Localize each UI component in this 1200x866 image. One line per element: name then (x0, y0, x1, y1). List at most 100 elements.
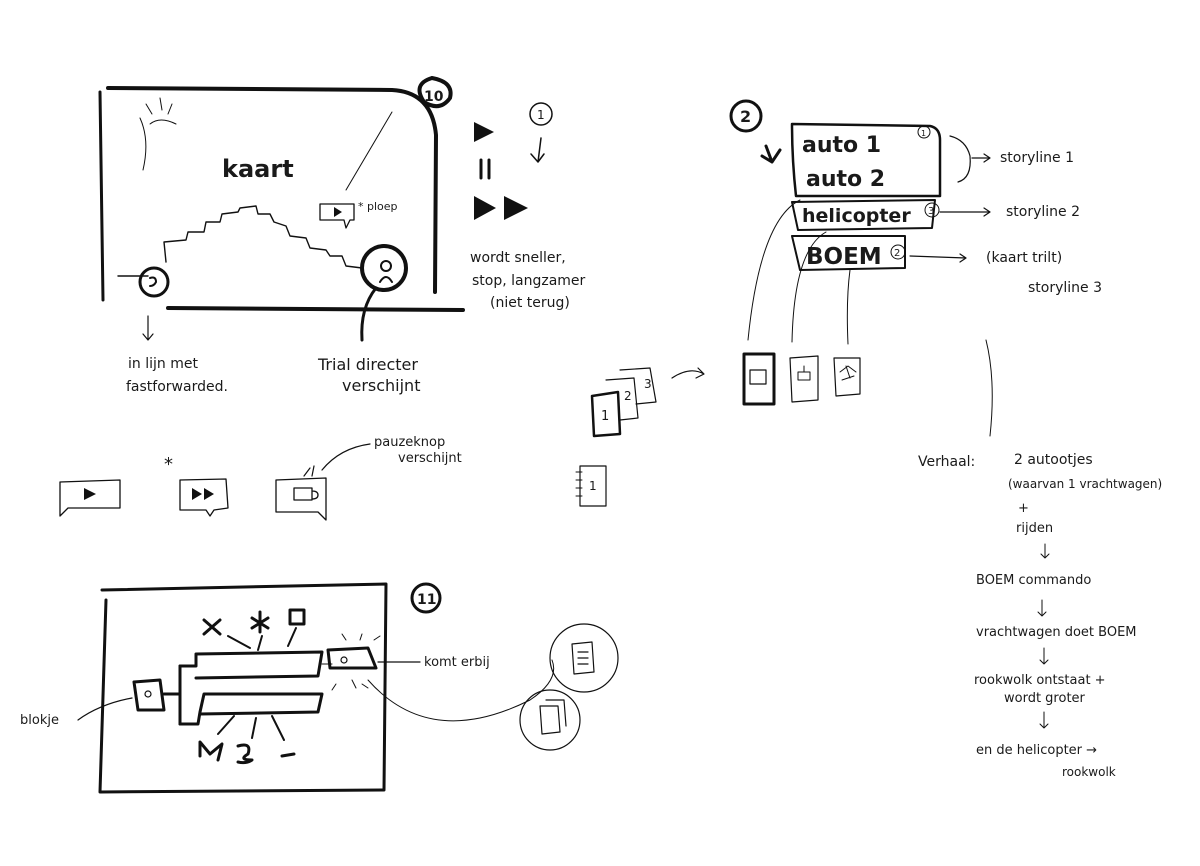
sketch-10-number-circle (417, 76, 453, 109)
story-arrow-4 (1039, 711, 1049, 729)
card-connectors (747, 199, 851, 345)
story-arrow-3 (1039, 647, 1049, 665)
fast-forward-button-icon[interactable] (474, 196, 528, 220)
story-step-6: rookwolk ontstaat + (974, 673, 1106, 688)
explosion-icon (839, 365, 857, 381)
block-input[interactable] (132, 678, 166, 712)
block-new[interactable] (326, 646, 378, 670)
state-pause-bubble (275, 477, 327, 521)
speech-marker: * ploep (358, 200, 398, 213)
story: Verhaal: 2 autootjes (waarvan 1 vrachtwa… (918, 339, 1162, 779)
story-step-4: BOEM commando (976, 573, 1091, 588)
truck-icon (749, 369, 767, 385)
document-bubble[interactable] (549, 623, 619, 693)
notebook-rings (575, 471, 583, 497)
director-pointer (360, 286, 378, 342)
story-arrow-1 (1040, 543, 1050, 559)
arrow-down-icon-controls (530, 137, 545, 163)
thumb-card-2[interactable] (789, 355, 819, 403)
story-step-7: wordt groter (1004, 691, 1086, 706)
dash-icon[interactable] (280, 752, 296, 758)
sketch-11: 11 komt erbij blokje (20, 582, 619, 794)
connector-to-documents (367, 659, 555, 722)
brace-cars (949, 135, 971, 183)
icon-connectors-top (227, 627, 297, 651)
block-track-bottom[interactable] (178, 692, 324, 726)
note-fastforward-line2: fastforwarded. (126, 379, 228, 395)
story-label: Verhaal: (918, 454, 975, 470)
story-step-plus: + (1018, 501, 1029, 516)
sketch-10: kaart * ploep 10 in lijn met fastforward… (98, 76, 465, 395)
storyline-1: storyline 1 (1000, 150, 1074, 166)
pause-note-arrow (321, 443, 371, 471)
thumb-card-1[interactable] (742, 352, 776, 406)
block-connector (162, 664, 182, 726)
controls-number-circle (529, 102, 553, 126)
sun-icon (145, 97, 177, 125)
card-helicopter-label: helicopter (802, 205, 911, 227)
notebook-icon[interactable] (579, 465, 607, 507)
note-pause-line2: verschijnt (398, 451, 462, 466)
star-icon[interactable] (250, 610, 270, 634)
sketch-11-frame (98, 582, 388, 794)
note-pause-line1: pauzeknop (374, 435, 445, 450)
sketch-11-number-circle (410, 582, 442, 614)
speech-bubble (319, 203, 355, 229)
note-block: blokje (20, 713, 59, 728)
stack-card-3 (619, 367, 657, 405)
play-button-icon[interactable] (474, 122, 494, 142)
sparkle-icon-new-block (321, 633, 381, 665)
square-icon[interactable] (288, 608, 306, 626)
start-marker-glyph (149, 276, 157, 287)
stack-card-2 (605, 377, 639, 421)
storyline-2: storyline 2 (1006, 204, 1080, 220)
arrow-down-icon (142, 315, 154, 341)
story-arrow-2 (1037, 599, 1047, 617)
document-icon (571, 641, 595, 675)
arrow-down-icon-cards (760, 144, 782, 164)
icon-connectors-bottom (217, 715, 285, 741)
pause-button-icon[interactable] (479, 158, 491, 180)
stack-card-1[interactable] (590, 390, 622, 438)
storyline-3: storyline 3 (1028, 280, 1102, 296)
state-fastforward-bubble (179, 478, 229, 517)
helicopter-icon (797, 365, 811, 381)
play-icon (334, 207, 342, 217)
controls-note-line2: stop, langzamer (472, 273, 586, 289)
story-step-3: rijden (1016, 521, 1053, 536)
trial-director-avatar[interactable] (360, 244, 408, 292)
card-auto-1-badge-circle (917, 125, 931, 139)
stack-card-2-number: 2 (624, 389, 632, 403)
start-marker[interactable] (138, 266, 170, 298)
three-icon[interactable] (236, 743, 254, 765)
sparkle-icon (303, 465, 315, 477)
avatar-head (380, 260, 392, 272)
map-baseline (166, 306, 465, 312)
arrow-map-shakes (909, 253, 967, 263)
cross-icon[interactable] (202, 618, 222, 636)
map-doodle-line (345, 111, 393, 191)
card-helicopter[interactable] (791, 199, 936, 231)
coffee-cup-icon (293, 487, 319, 501)
state-play-bubble (59, 479, 121, 517)
card-group-cars[interactable] (790, 122, 942, 198)
card-auto-2-label: auto 2 (806, 167, 885, 192)
arrow-stack-to-thumbs (671, 367, 705, 379)
thumb-card-3[interactable] (833, 357, 861, 397)
note-fastforward-line1: in lijn met (128, 356, 198, 372)
card-auto-1-badge: 1 (921, 129, 926, 138)
controls-note-line3: (niet terug) (490, 295, 570, 311)
card-boem[interactable] (791, 235, 906, 271)
timeline-path (117, 205, 363, 277)
state-play-icon (84, 488, 96, 500)
notebook-number: 1 (589, 479, 597, 493)
m-icon[interactable] (198, 740, 224, 762)
sketch-10-number: 10 (424, 89, 444, 105)
map-frame-left (98, 90, 105, 302)
documents-bubble[interactable] (519, 689, 581, 751)
star-marker: * (164, 454, 173, 475)
sketch-1-controls: 1 wordt sneller, stop, langzamer (niet t… (470, 102, 586, 311)
card-boem-label: BOEM (806, 244, 882, 270)
block-track-top[interactable] (178, 650, 324, 680)
avatar-body (379, 276, 393, 283)
